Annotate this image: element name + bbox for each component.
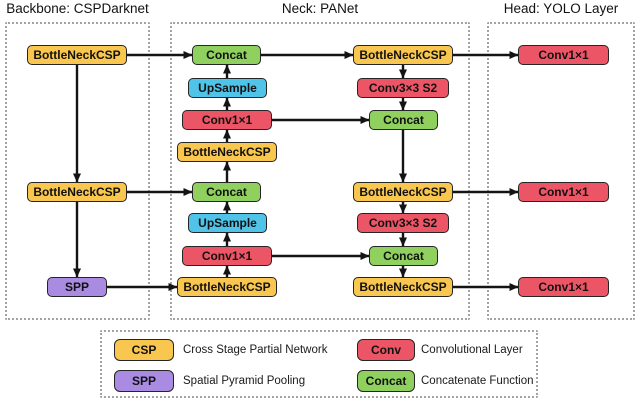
node-neck-concat-1: Concat [192,45,261,65]
node-neck-concat-3: Concat [369,110,438,130]
section-title-backbone: Backbone: CSPDarknet [6,1,149,16]
legend-label-spp: Spatial Pyramid Pooling [183,375,306,387]
node-head-conv1x1-3: Conv1×1 [518,277,609,297]
legend-chip-csp: CSP [114,339,174,361]
node-neck-bottleneckcsp-4: BottleNeckCSP [353,182,453,202]
node-head-conv1x1-1: Conv1×1 [518,45,609,65]
section-title-head: Head: YOLO Layer [503,1,619,16]
node-neck-conv1x1-1: Conv1×1 [182,110,272,130]
node-neck-conv3x3s2-1: Conv3×3 S2 [357,78,449,98]
section-backbone [5,22,150,320]
node-neck-bottleneckcsp-1: BottleNeckCSP [177,142,277,162]
node-neck-bottleneckcsp-2: BottleNeckCSP [177,277,277,297]
legend-chip-conv: Conv [357,339,415,361]
node-backbone-bottleneckcsp-1: BottleNeckCSP [27,45,127,65]
node-neck-concat-2: Concat [192,182,261,202]
node-neck-concat-4: Concat [369,246,438,266]
node-neck-upsample-1: UpSample [188,78,267,98]
legend-label-concat: Concatenate Function [421,375,534,387]
legend-chip-spp: SPP [114,370,174,392]
node-neck-conv3x3s2-2: Conv3×3 S2 [357,213,449,233]
node-neck-upsample-2: UpSample [188,213,267,233]
legend-label-conv: Convolutional Layer [421,344,523,356]
legend-label-csp: Cross Stage Partial Network [183,344,328,356]
node-head-conv1x1-2: Conv1×1 [518,182,609,202]
legend-box [100,330,538,398]
node-neck-bottleneckcsp-5: BottleNeckCSP [353,277,453,297]
node-backbone-spp: SPP [47,277,107,297]
node-backbone-bottleneckcsp-2: BottleNeckCSP [27,182,127,202]
node-neck-bottleneckcsp-3: BottleNeckCSP [353,45,453,65]
section-head [487,22,635,320]
section-title-neck: Neck: PANet [281,1,359,16]
section-neck [170,22,470,320]
node-neck-conv1x1-2: Conv1×1 [182,246,272,266]
legend-chip-concat: Concat [357,370,415,392]
